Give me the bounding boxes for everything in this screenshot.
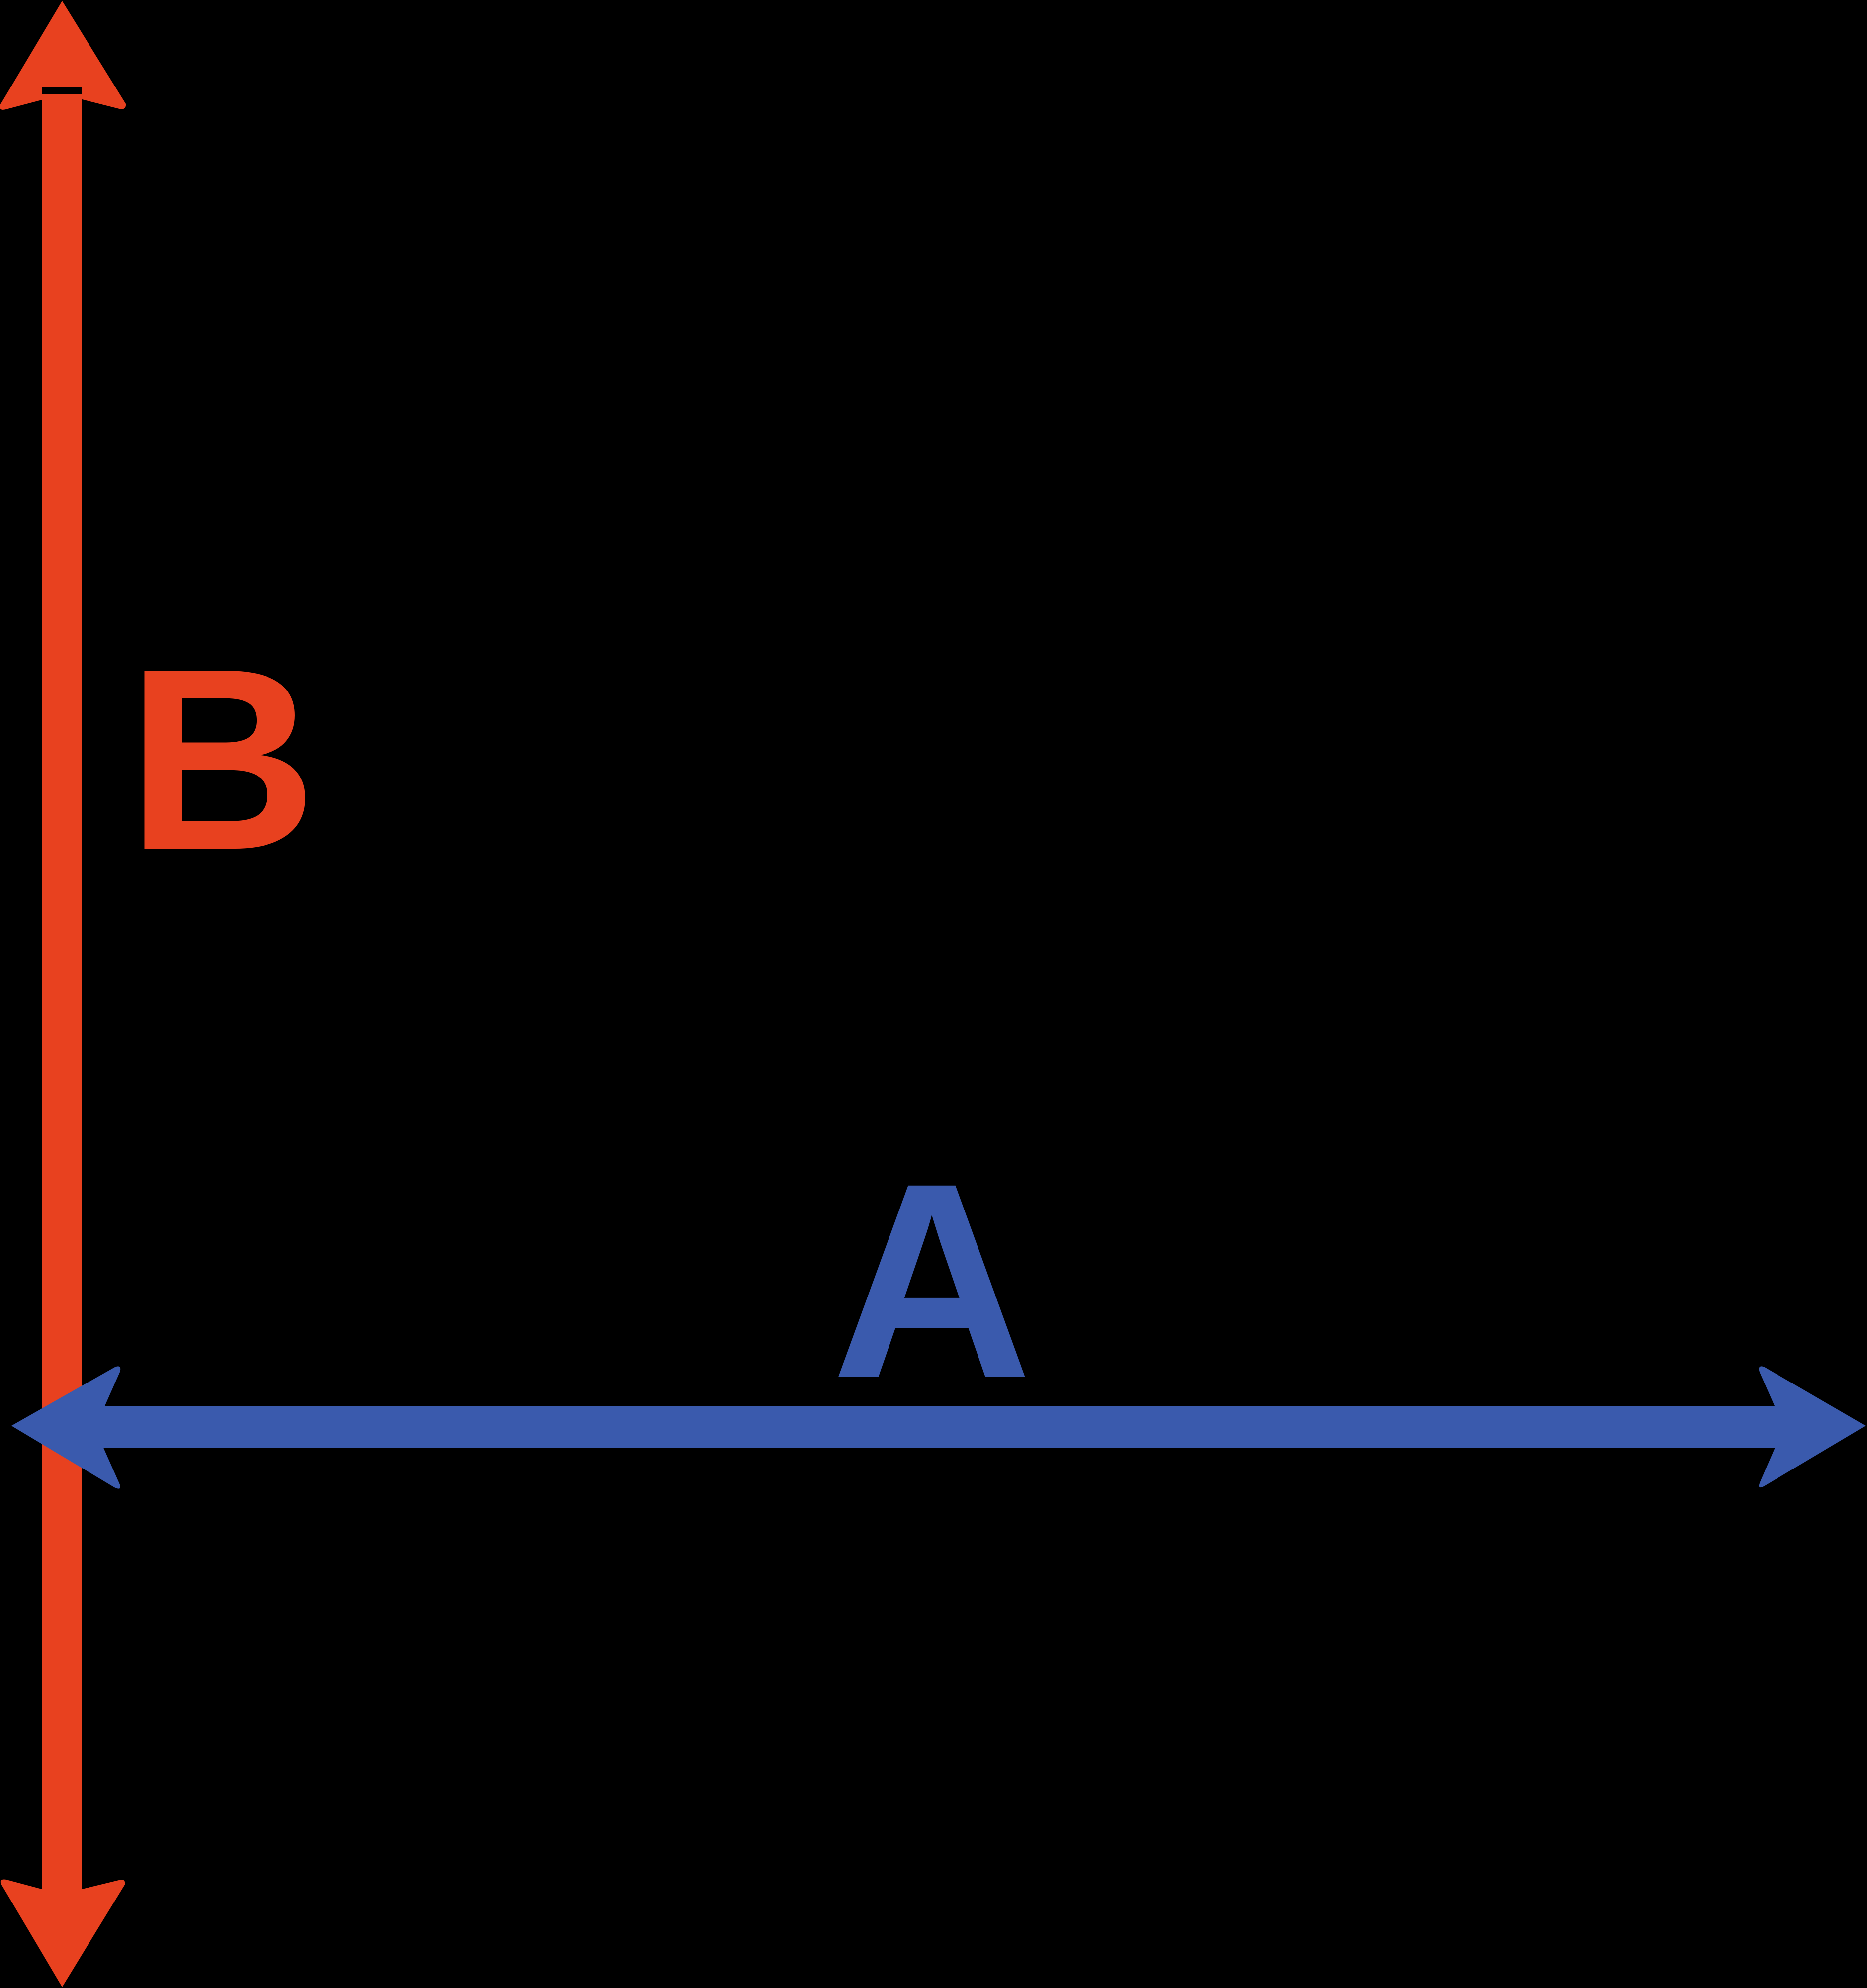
vertical-arrow-head-up bbox=[0, 1, 126, 110]
arrow-horizontal-a[interactable] bbox=[11, 1366, 1866, 1489]
axis-label-b: B bbox=[127, 615, 318, 904]
horizontal-arrow-head-left bbox=[11, 1366, 121, 1489]
vertical-arrow-head-down bbox=[0, 1879, 125, 1987]
horizontal-arrow-head-right bbox=[1759, 1366, 1866, 1488]
horizontal-arrow-shaft bbox=[99, 1406, 1775, 1448]
axis-label-a: A bbox=[831, 1125, 1033, 1436]
